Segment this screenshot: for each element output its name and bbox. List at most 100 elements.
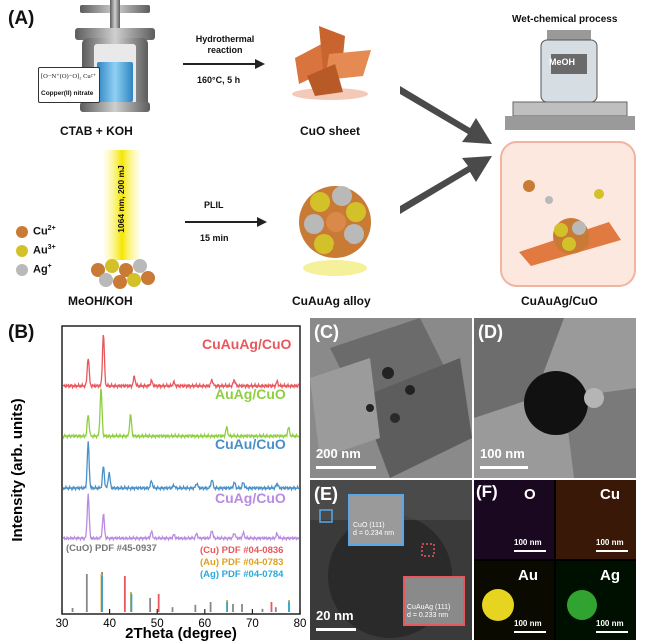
plil-arrow — [185, 217, 267, 227]
eds-map-cu-scale-bar — [596, 550, 628, 552]
panel-a-label: (A) — [8, 8, 35, 29]
panel-f-label: (F) — [476, 482, 498, 501]
eds-map-au-scale-bar — [514, 631, 546, 633]
ion-legend: Cu2+ Au3+ Ag+ — [16, 224, 76, 281]
product-caption: CuAuAg/CuO — [521, 294, 598, 308]
cu-ion-label: Cu2+ — [33, 225, 56, 238]
plil-label: PLIL — [204, 200, 224, 210]
xrd-xlabel: 2Theta (degree) — [125, 625, 237, 642]
eds-map-cu-label: Cu — [600, 486, 620, 503]
xrd-series-auag-cuo — [62, 388, 300, 440]
hydrothermal-line1: Hydrothermal — [195, 34, 255, 44]
series-label-cuag-cuo: CuAg/CuO — [215, 490, 286, 506]
cuo-lattice-inset: CuO (111) d = 0.234 nm — [348, 494, 404, 546]
panel-c-scale-text: 200 nm — [316, 446, 361, 461]
panel-e-label: (E) — [314, 484, 338, 504]
hydrothermal-line2: reaction — [207, 45, 243, 55]
series-label-auag-cuo: AuAg/CuO — [215, 386, 286, 402]
ref-au-label: (Au) PDF #04-0783 — [200, 557, 284, 568]
panel-d-tem-image: (D) 100 nm — [474, 318, 636, 478]
eds-map-au: Au 100 nm — [474, 561, 554, 640]
cuo-sheet-caption: CuO sheet — [300, 124, 361, 138]
copper-nitrate-label: Copper(II) nitrate — [41, 90, 94, 97]
process-arrows — [400, 86, 492, 214]
panel-c-tem-image: (C) 200 nm — [310, 318, 472, 478]
cuo-plane: CuO (111) — [353, 522, 385, 529]
hydrothermal-arrow — [183, 59, 265, 69]
eds-map-ag-scale-bar — [596, 631, 628, 633]
ion-legend-ag: Ag+ — [16, 262, 76, 281]
xrd-chart: 30 40 50 60 70 80 2Theta (degree) Intensity (… — [9, 325, 307, 642]
stirrer-setup — [505, 30, 635, 130]
alloy-illustration — [299, 186, 371, 276]
panel-f-eds-maps: O 100 nm Cu 100 nm Au 100 nm Ag 100 nm (… — [474, 480, 636, 640]
precursor-particles — [91, 259, 155, 289]
eds-map-o: O 100 nm — [474, 480, 554, 559]
eds-map-cu: Cu 100 nm — [556, 480, 636, 559]
eds-map-ag: Ag 100 nm — [556, 561, 636, 640]
xrd-plot-frame — [61, 325, 301, 615]
xrd-xtick-label-30: 30 — [56, 618, 69, 630]
copper-nitrate-inset: [O−N⁺(O)−O]₂ Cu²⁺ Copper(II) nitrate — [38, 67, 100, 103]
panel-c-label: (C) — [314, 322, 339, 342]
series-label-cuau-cuo: CuAu/CuO — [215, 436, 286, 452]
eds-map-o-scale: 100 nm — [514, 538, 542, 547]
eds-map-cu-scale: 100 nm — [596, 538, 624, 547]
alloy-lattice-inset: CuAuAg (111) d = 0.233 nm — [403, 576, 465, 626]
panel-c-scale-bar — [316, 466, 376, 469]
alloy-d-spacing: d = 0.233 nm — [407, 612, 449, 619]
xrd-xtick-label-80: 80 — [294, 618, 307, 630]
eds-map-ag-signal — [567, 590, 597, 620]
plil-time: 15 min — [200, 233, 229, 243]
eds-map-ag-label: Ag — [600, 567, 620, 584]
alloy-lattice-text: CuAuAg (111) d = 0.233 nm — [407, 604, 450, 620]
xrd-ylabel: Intensity (arb. units) — [9, 398, 26, 541]
ion-legend-cu: Cu2+ — [16, 224, 76, 243]
panel-e-scale-text: 20 nm — [316, 608, 354, 623]
au-ion-label: Au3+ — [33, 244, 56, 257]
wet-chemical-label: Wet-chemical process — [512, 14, 618, 25]
product-container — [500, 141, 636, 287]
alloy-caption: CuAuAg alloy — [292, 294, 371, 308]
panel-d-texture — [474, 318, 636, 478]
panel-d-scale-text: 100 nm — [480, 446, 525, 461]
cuo-d-spacing: d = 0.234 nm — [353, 530, 395, 537]
ion-legend-au: Au3+ — [16, 243, 76, 262]
laser-beam — [104, 150, 140, 260]
xrd-xtick-label-50: 50 — [151, 618, 164, 630]
panel-d-scale-bar — [480, 466, 528, 469]
ctab-koh-caption: CTAB + KOH — [60, 124, 133, 138]
copper-nitrate-formula: [O−N⁺(O)−O]₂ Cu²⁺ — [41, 73, 97, 80]
meoh-koh-caption: MeOH/KOH — [68, 294, 133, 308]
panel-d-label: (D) — [478, 322, 503, 342]
series-label-cuauag-cuo: CuAuAg/CuO — [202, 336, 292, 352]
eds-map-o-label: O — [524, 486, 536, 503]
eds-map-au-signal — [482, 589, 514, 621]
cuo-sheet-illustration — [292, 26, 371, 100]
cu-ion-swatch — [16, 226, 28, 238]
hydrothermal-condition: 160°C, 5 h — [197, 75, 241, 85]
eds-map-au-scale: 100 nm — [514, 619, 542, 628]
ref-cuo-label: (CuO) PDF #45-0937 — [66, 543, 157, 554]
xrd-xtick-label-40: 40 — [103, 618, 116, 630]
hydrothermal-label: Hydrothermal reaction — [195, 34, 255, 56]
meoh-bottle-label: MeOH — [549, 57, 576, 67]
xrd-series-cuau-cuo — [62, 441, 300, 492]
panel-e-hrtem-image: (E) CuO (111) d = 0.234 nm CuAuAg (111) … — [310, 480, 472, 640]
xrd-xtick-label-70: 70 — [246, 618, 259, 630]
ref-ag-label: (Ag) PDF #04-0784 — [200, 569, 284, 580]
panel-b-label: (B) — [8, 322, 35, 343]
cuo-lattice-text: CuO (111) d = 0.234 nm — [353, 522, 394, 538]
ag-ion-label: Ag+ — [33, 263, 52, 276]
xrd-series-cuauag-cuo — [62, 334, 300, 390]
alloy-plane: CuAuAg (111) — [407, 604, 451, 611]
au-ion-swatch — [16, 245, 28, 257]
ref-cu-label: (Cu) PDF #04-0836 — [200, 545, 284, 556]
ag-ion-swatch — [16, 264, 28, 276]
eds-map-au-label: Au — [518, 567, 538, 584]
xrd-xtick-label-60: 60 — [198, 618, 211, 630]
xrd-series-cuag-cuo — [62, 493, 300, 542]
panel-c-texture — [310, 318, 472, 478]
laser-label: 1064 nm, 200 mJ — [116, 165, 126, 233]
panel-e-scale-bar — [316, 628, 356, 631]
